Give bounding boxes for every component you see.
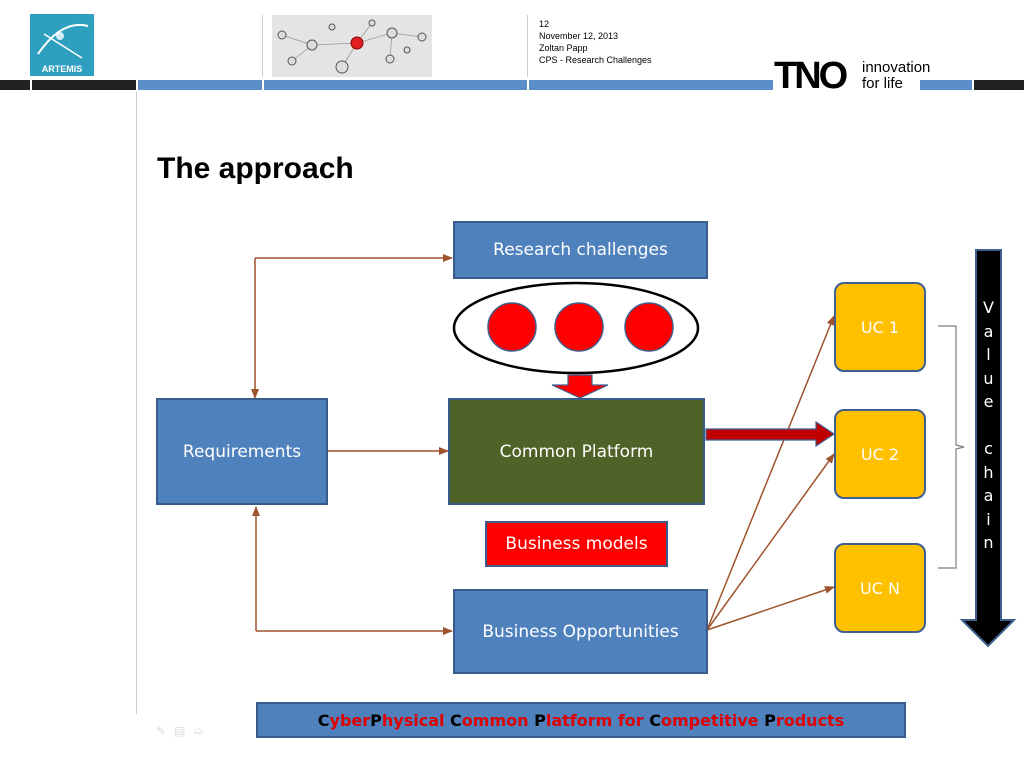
uc2-label: UC 2 [860, 444, 900, 464]
business-opportunities-box: Business Opportunities [453, 589, 708, 674]
footer-text-part: latform for [545, 710, 650, 730]
value-chain-letter: h [983, 462, 994, 482]
footer-text-part: C [450, 710, 462, 730]
business-opportunities-label: Business Opportunities [482, 621, 679, 642]
arrow-opp-to-uc2 [706, 453, 835, 631]
ucn-box: UC N [834, 543, 926, 633]
uc2-box: UC 2 [834, 409, 926, 499]
footer-text-part: hysical [381, 710, 451, 730]
uc1-box: UC 1 [834, 282, 926, 372]
value-chain-letter: c [984, 439, 993, 458]
value-chain-letter: l [986, 345, 991, 364]
footer-text-part: yber [329, 710, 371, 730]
requirements-label: Requirements [182, 441, 302, 462]
tno-tagline-1: innovation [862, 59, 931, 76]
next-icon[interactable]: ➯ [193, 724, 212, 738]
artemis-archer-icon [37, 23, 89, 59]
footer-text-part: C [649, 710, 662, 730]
business-models-box: Business models [485, 521, 668, 567]
footer-text-part: ommon [461, 710, 535, 730]
arrow-opp-to-uc1 [706, 315, 835, 631]
slide-date: November 12, 2013 [539, 31, 619, 41]
header-divider-2 [527, 15, 528, 77]
footer-banner: CyberPhysical Common Platform for Compet… [256, 702, 906, 738]
header-bar [0, 80, 1024, 90]
ucn-label: UC N [860, 578, 900, 598]
research-challenges-label: Research challenges [493, 240, 668, 260]
common-platform-box: Common Platform [448, 398, 705, 505]
artemis-logo-text: ARTEMIS [41, 64, 83, 74]
tno-tagline-2: for life [862, 75, 903, 92]
page-title: The approach [157, 152, 354, 185]
value-chain-letter: u [983, 368, 994, 388]
value-chain-letter: e [983, 392, 994, 411]
footer-text-part: P [370, 710, 382, 730]
uc1-label: UC 1 [860, 317, 900, 337]
value-chain-arrow [959, 249, 1017, 648]
value-chain-letter: V [983, 298, 994, 317]
footer-text-part: roducts [775, 710, 845, 730]
slide-author: Zoltan Papp [539, 43, 588, 53]
left-divider [136, 92, 137, 714]
research-dot-2 [554, 302, 604, 352]
value-chain-letter: a [983, 486, 994, 505]
footer-banner-text: CyberPhysical Common Platform for Compet… [318, 711, 844, 730]
header-divider-1 [262, 15, 263, 77]
footer-text-part: ompetitive [661, 710, 765, 730]
footer-text-part: C [317, 710, 330, 730]
value-chain-letter: n [983, 533, 994, 552]
arrow-opp-to-ucn [706, 586, 835, 631]
network-image [272, 15, 432, 77]
value-chain-letter: a [983, 321, 994, 341]
research-dot-1 [487, 302, 537, 352]
artemis-logo: ARTEMIS [30, 14, 94, 76]
business-models-label: Business models [505, 534, 648, 554]
pen-icon[interactable]: ✎ [156, 724, 175, 738]
tno-logo: TNO [774, 55, 848, 97]
slide-controls[interactable]: ✎▤➯ [156, 724, 211, 738]
value-chain-letter [976, 414, 1001, 438]
footer-text-part: P [534, 710, 546, 730]
slide-number: 12 [539, 19, 550, 29]
uc-bracket [938, 325, 965, 569]
down-arrow-to-platform [551, 374, 609, 399]
network-graph-icon [277, 19, 427, 74]
menu-icon[interactable]: ▤ [174, 724, 194, 738]
requirements-box: Requirements [156, 398, 328, 505]
footer-text-part: P [764, 710, 776, 730]
slide-subtitle: CPS - Research Challenges [539, 55, 652, 65]
research-dot-3 [624, 302, 674, 352]
research-challenges-box: Research challenges [453, 221, 708, 279]
common-platform-label: Common Platform [499, 441, 654, 462]
thick-arrow-to-uc2 [705, 420, 836, 448]
value-chain-letter: i [986, 509, 991, 529]
